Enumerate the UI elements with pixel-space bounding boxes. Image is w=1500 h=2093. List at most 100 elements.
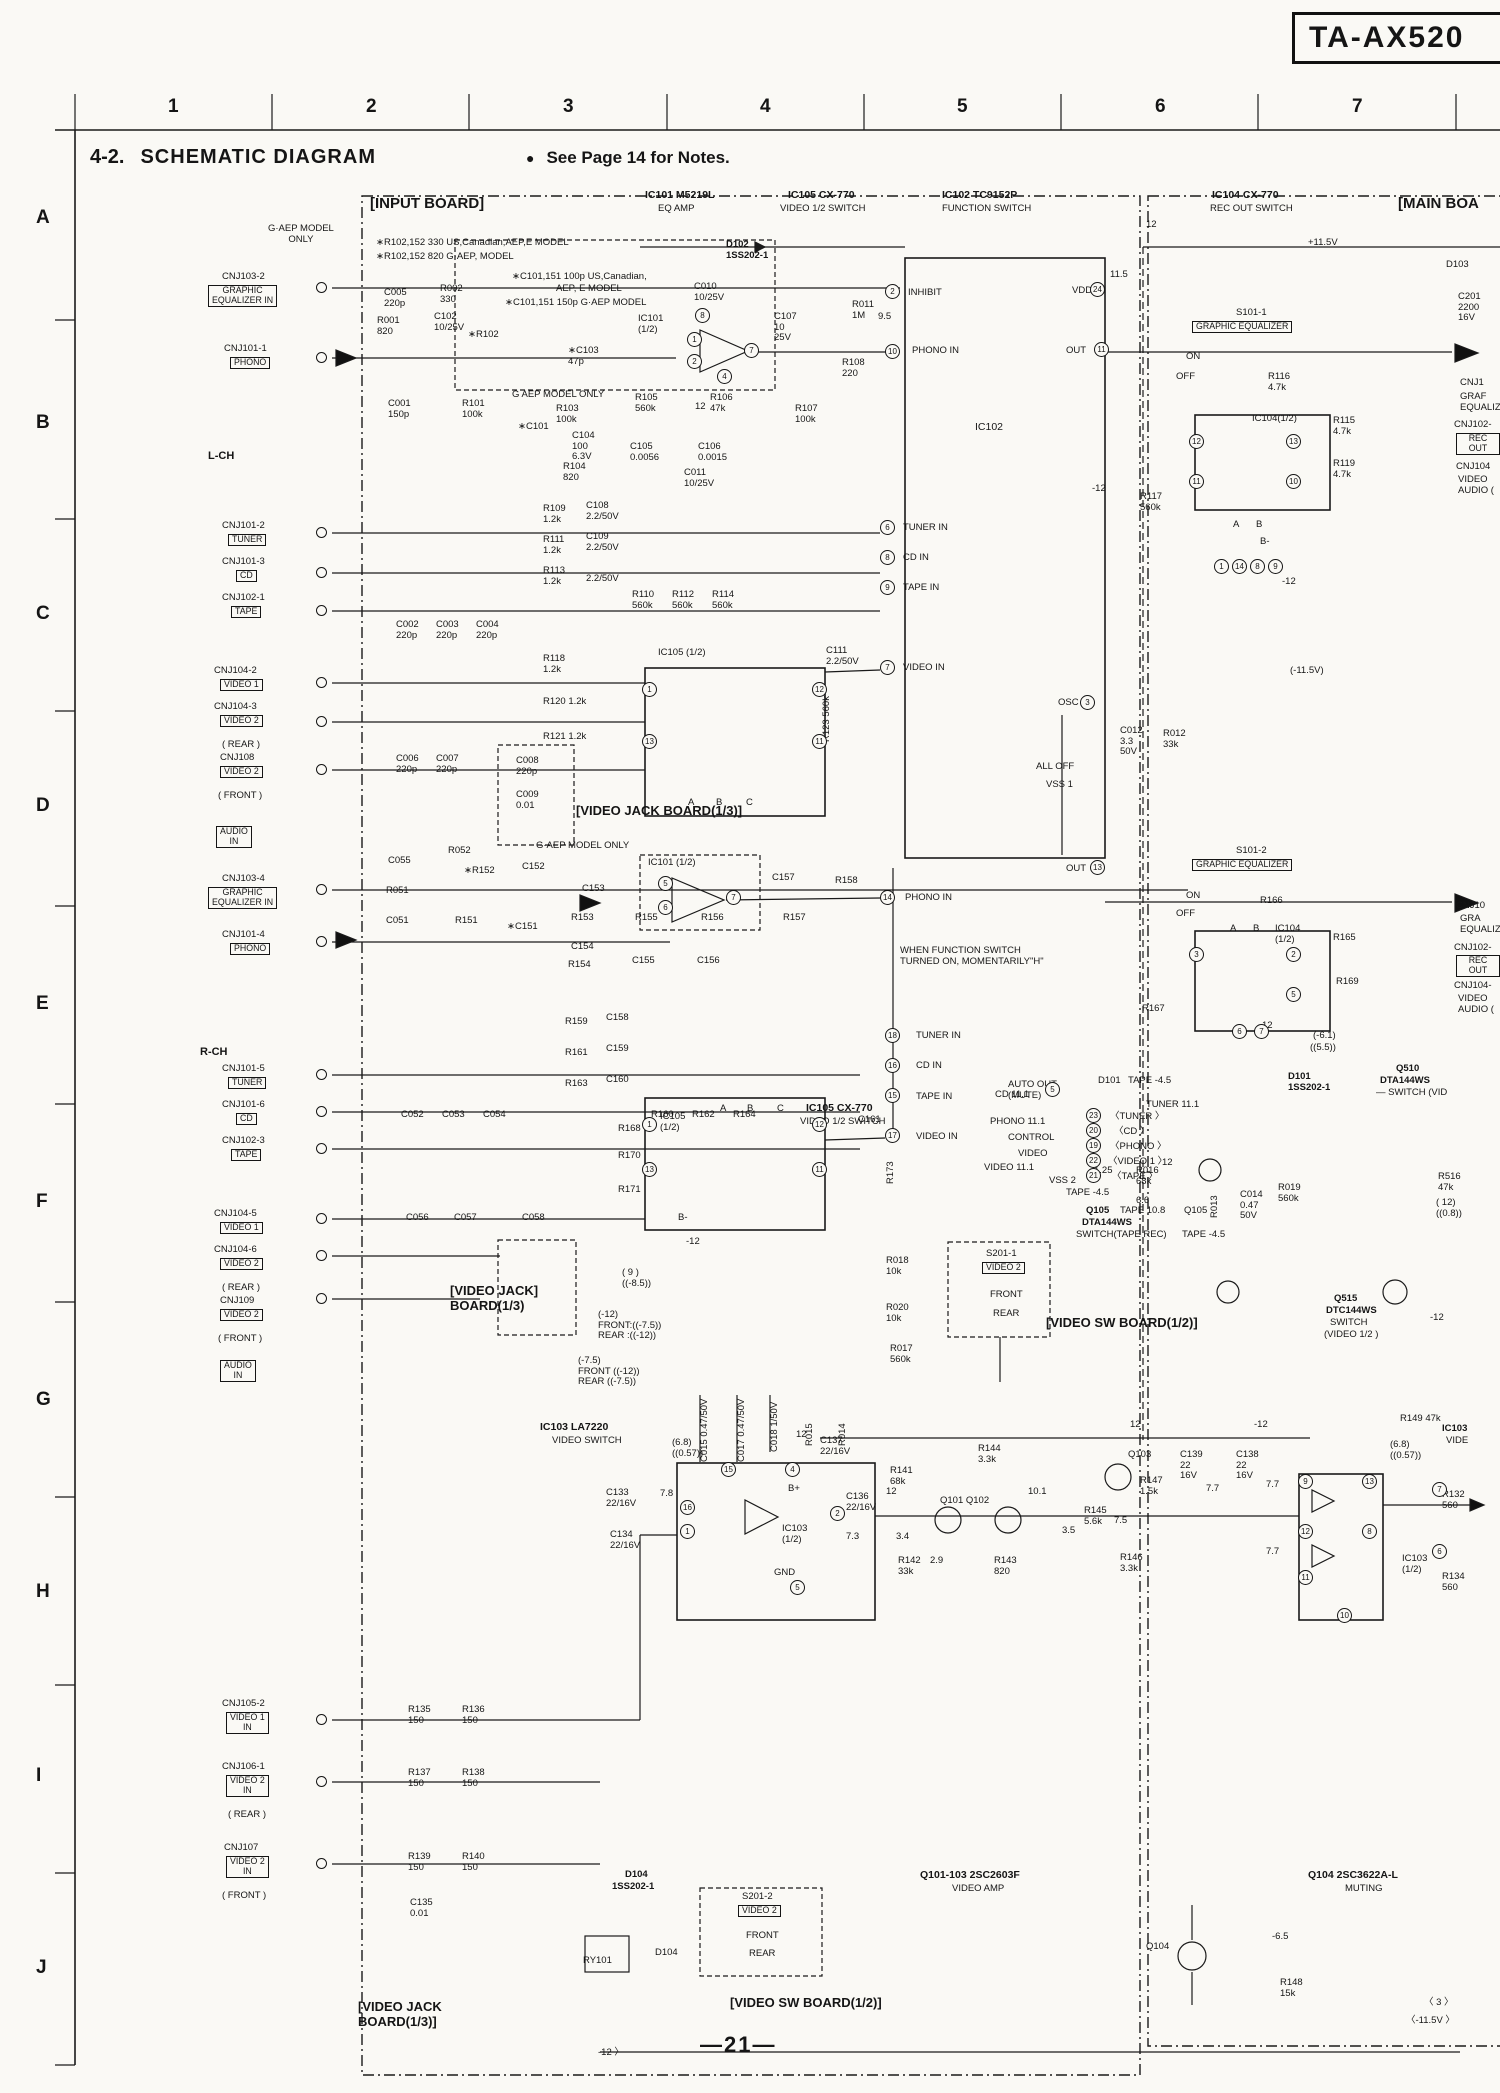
- schematic-label: TAPE 10.8: [1120, 1205, 1166, 1216]
- schematic-label: Q104 2SC3622A-L: [1308, 1869, 1398, 1881]
- schematic-label: 6.6: [1136, 1195, 1150, 1206]
- pin-number: 8: [1250, 559, 1265, 574]
- page-heading: 4-2. SCHEMATIC DIAGRAM ● See Page 14 for…: [90, 146, 730, 169]
- schematic-label: R147 1.5k: [1140, 1475, 1163, 1497]
- schematic-label: C054: [483, 1109, 506, 1120]
- schematic-label: REC OUT SWITCH: [1210, 203, 1293, 214]
- connector-label: VIDEO 1: [220, 1222, 263, 1234]
- connector-label: GRAPHIC EQUALIZER IN: [208, 285, 278, 307]
- schematic-label: CNJ105-2: [222, 1698, 265, 1709]
- schematic-label: TUNER 11.1: [1146, 1099, 1200, 1110]
- schematic-label: VSS 1: [1046, 779, 1073, 790]
- schematic-label: Q105: [1086, 1205, 1110, 1216]
- model-title-box: TA-AX520: [1292, 12, 1500, 64]
- schematic-label: (-6.1): [1313, 1030, 1336, 1041]
- model-title: TA-AX520: [1309, 21, 1465, 54]
- schematic-label: C009 0.01: [516, 789, 539, 811]
- schematic-label: C004 220p: [476, 619, 499, 641]
- grid-row-label: H: [36, 1581, 50, 1602]
- schematic-label: [VIDEO JACK] BOARD(1/3): [450, 1283, 539, 1313]
- schematic-label: Q515: [1334, 1293, 1358, 1304]
- schematic-label: TAPE IN: [916, 1091, 953, 1102]
- schematic-label: 12: [1146, 219, 1157, 230]
- pin-number: 7: [880, 660, 895, 675]
- grid-column-label: 4: [760, 96, 771, 117]
- schematic-label: CNJ10: [1456, 900, 1486, 911]
- schematic-label: B+: [788, 1483, 800, 1494]
- schematic-label: C154: [571, 941, 594, 952]
- schematic-label: R155: [635, 912, 658, 923]
- schematic-label: VIDEO IN: [916, 1131, 958, 1142]
- schematic-label: R001 820: [377, 315, 400, 337]
- pin-number: 11: [1094, 342, 1109, 357]
- schematic-label: CNJ103-2: [222, 271, 265, 282]
- schematic-label: R018 10k: [886, 1255, 909, 1277]
- pin-number: 11: [1298, 1570, 1313, 1585]
- schematic-label: C201 2200 16V: [1458, 291, 1481, 324]
- notes-bullet-icon: ●: [525, 150, 535, 166]
- grid-row-label: C: [36, 603, 50, 624]
- schematic-label: 12: [1130, 1419, 1141, 1430]
- pin-number: 14: [1232, 559, 1247, 574]
- schematic-label: R105 560k: [635, 392, 658, 414]
- schematic-label: C133 22/16V: [606, 1487, 637, 1509]
- schematic-label: CNJ101-6: [222, 1099, 265, 1110]
- schematic-label: C137 22/16V: [820, 1435, 851, 1457]
- connector-symbol: [316, 527, 327, 538]
- schematic-label: MUTING: [1345, 1883, 1383, 1894]
- pin-number: 15: [885, 1088, 900, 1103]
- schematic-label: R104 820: [563, 461, 586, 483]
- schematic-label: D104: [625, 1869, 648, 1880]
- schematic-label: R138 150: [462, 1767, 485, 1789]
- schematic-label: +11.5V: [1308, 237, 1338, 248]
- connector-label: VIDEO 1 IN: [226, 1712, 269, 1734]
- connector-symbol: [316, 1143, 327, 1154]
- schematic-label: C008 220p: [516, 755, 539, 777]
- schematic-label: 〈VIDEO 1 〉: [1108, 1156, 1168, 1167]
- schematic-label: B: [1256, 519, 1263, 530]
- schematic-label: VIDEO: [1018, 1148, 1048, 1159]
- schematic-label: R120 1.2k: [543, 696, 587, 707]
- grid-row-label: G: [36, 1389, 51, 1410]
- schematic-label: A: [1233, 519, 1240, 530]
- schematic-label: 11.5: [1110, 269, 1128, 280]
- pin-number: 2: [1286, 947, 1301, 962]
- schematic-label: 12: [1262, 1020, 1273, 1031]
- schematic-label: CNJ107: [224, 1842, 259, 1853]
- schematic-label: CNJ104-2: [214, 665, 257, 676]
- schematic-label: 12: [886, 1486, 897, 1497]
- schematic-label: Q101 Q102: [940, 1495, 990, 1506]
- pin-number: 10: [1337, 1608, 1352, 1623]
- schematic-label: (VIDEO 1/2 ): [1324, 1329, 1379, 1340]
- schematic-label: R164: [733, 1109, 756, 1120]
- schematic-label: -12 〉: [598, 2047, 624, 2058]
- connector-label: CD: [236, 570, 257, 582]
- schematic-label: TUNER IN: [916, 1030, 961, 1041]
- schematic-label: CNJ104-6: [214, 1244, 257, 1255]
- connector-label: CD: [236, 1113, 257, 1125]
- schematic-label: [VIDEO JACK BOARD(1/3)]: [576, 803, 743, 818]
- grid-column-label: 7: [1352, 96, 1363, 117]
- schematic-label: R019 560k: [1278, 1182, 1301, 1204]
- pin-number: 24: [1090, 282, 1105, 297]
- schematic-label: C058: [522, 1212, 545, 1223]
- schematic-label: 7.8: [660, 1488, 674, 1499]
- schematic-label: TAPE -4.5: [1128, 1075, 1172, 1086]
- schematic-label: ∗C103 47p: [568, 345, 599, 367]
- grid-column-label: 2: [366, 96, 377, 117]
- schematic-label: INHIBIT: [908, 287, 942, 298]
- schematic-label: C014 0.47 50V: [1240, 1189, 1263, 1222]
- pin-number: 2: [830, 1506, 845, 1521]
- schematic-label: 7.7: [1266, 1479, 1280, 1490]
- schematic-label: D101: [1098, 1075, 1121, 1086]
- schematic-label: C108 2.2/50V: [586, 500, 619, 522]
- schematic-label: VSS 2: [1049, 1175, 1076, 1186]
- schematic-label: VIDEO AUDIO (: [1458, 993, 1494, 1015]
- pin-number: 6: [658, 900, 673, 915]
- pin-number: 16: [680, 1500, 695, 1515]
- notes-text: See Page 14 for Notes.: [546, 148, 730, 167]
- connector-label: PHONO: [230, 943, 271, 955]
- schematic-label: ∗C151: [507, 921, 538, 932]
